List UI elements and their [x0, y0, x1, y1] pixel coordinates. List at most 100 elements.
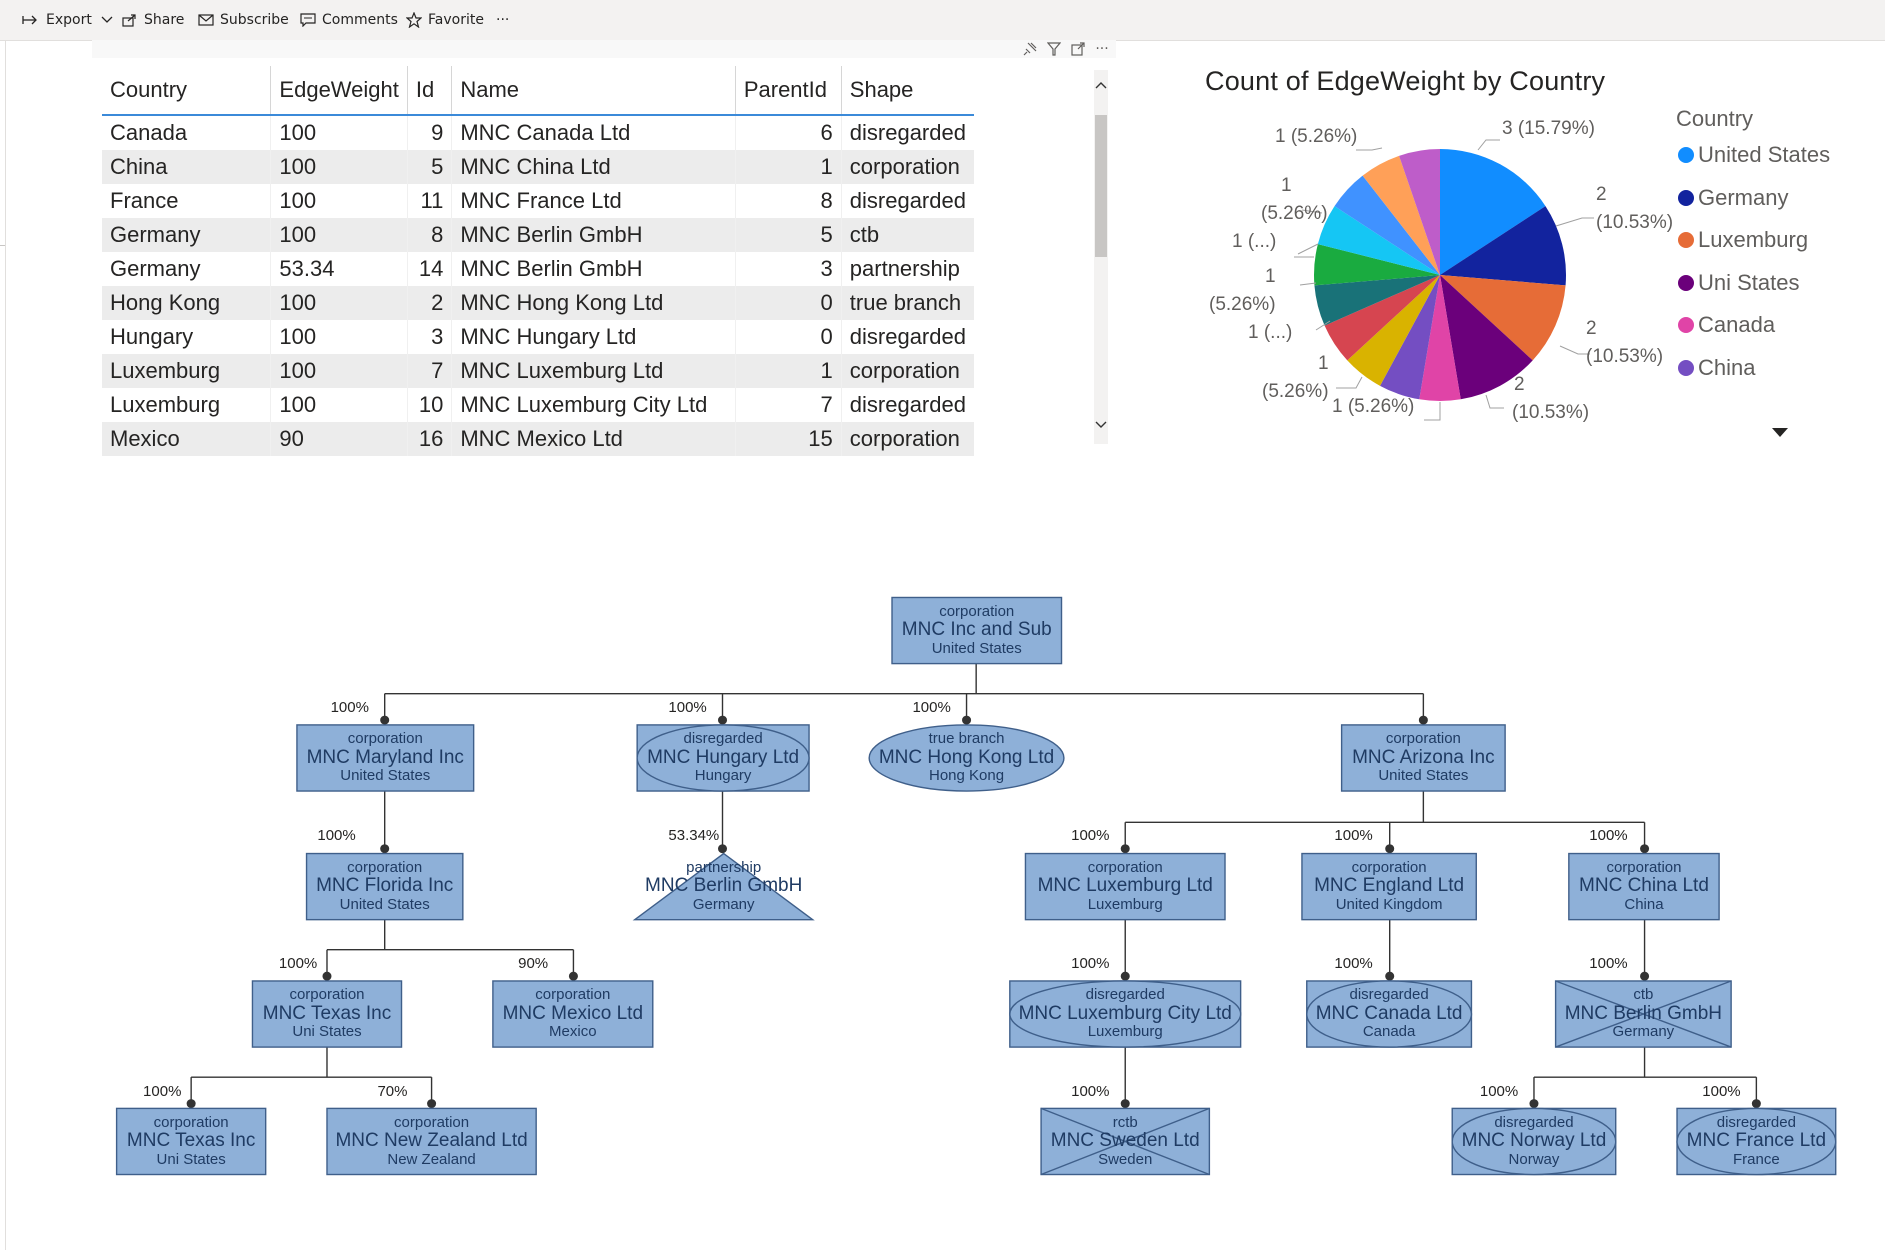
org-node-box[interactable] — [1340, 724, 1506, 792]
col-header-country[interactable]: Country — [102, 66, 272, 116]
org-node-country: Uni States — [292, 1023, 362, 1041]
table-cell-country: China — [102, 150, 272, 184]
org-node-name: MNC Inc and Sub — [901, 619, 1052, 641]
mail-icon — [198, 14, 214, 26]
org-node-ellipse[interactable] — [868, 724, 1065, 792]
org-node-ellipse[interactable] — [636, 724, 810, 792]
org-node-box[interactable] — [1301, 852, 1477, 921]
col-header-shape[interactable]: Shape — [841, 66, 974, 116]
col-header-parentid[interactable]: ParentId — [735, 66, 842, 116]
legend-item[interactable]: China — [1678, 353, 1755, 383]
legend-item[interactable]: Luxemburg — [1678, 225, 1808, 255]
scroll-down-icon[interactable] — [1094, 418, 1108, 432]
pin-icon[interactable] — [1021, 40, 1039, 58]
favorite-label: Favorite — [428, 12, 484, 28]
org-connector-dot — [1120, 971, 1130, 981]
legend-item[interactable]: Uni States — [1678, 268, 1800, 298]
org-node-name: MNC France Ltd — [1686, 1130, 1827, 1151]
org-node-box[interactable] — [115, 1107, 267, 1176]
org-node-country: Hungary — [694, 767, 752, 785]
org-node-cross-line — [1555, 980, 1732, 1048]
legend-item[interactable]: Germany — [1678, 183, 1788, 213]
org-node-box[interactable] — [492, 980, 654, 1048]
table-cell-shape: partnership — [849, 256, 960, 281]
export-icon — [22, 15, 37, 25]
legend-item[interactable]: United States — [1678, 140, 1830, 170]
visual-more-icon[interactable]: ··· — [1095, 41, 1109, 57]
org-node-ellipse[interactable] — [1009, 980, 1242, 1048]
org-node-ellipse[interactable] — [1306, 980, 1473, 1048]
col-header-edgeweight[interactable]: EdgeWeight — [270, 66, 408, 116]
org-node-box[interactable] — [1024, 852, 1226, 921]
org-node-box[interactable] — [251, 980, 403, 1048]
org-node-ellipse[interactable] — [1676, 1107, 1837, 1176]
org-node-box[interactable] — [891, 596, 1063, 665]
table-cell-parentid: 6 — [735, 115, 842, 150]
favorite-button[interactable]: Favorite — [406, 0, 484, 40]
table-scrollbar-thumb[interactable] — [1095, 115, 1107, 257]
org-node-box[interactable] — [305, 852, 464, 921]
org-node-country: United Kingdom — [1335, 896, 1443, 914]
table-cell-edgeweight: 100 — [270, 115, 408, 150]
col-header-name[interactable]: Name — [451, 66, 736, 116]
org-node-triangle[interactable] — [632, 852, 815, 921]
comments-button[interactable]: Comments — [300, 0, 398, 40]
table-cell-parentid: 5 — [735, 218, 842, 252]
org-node-ellipse[interactable] — [1451, 1107, 1617, 1176]
pie-data-label: 1 — [1265, 266, 1276, 287]
col-header-id[interactable]: Id — [407, 66, 453, 116]
org-node-country: Canada — [1362, 1023, 1416, 1041]
subscribe-button[interactable]: Subscribe — [198, 0, 289, 40]
more-options-button[interactable]: ··· — [496, 0, 509, 40]
table-cell-shape: disregarded — [849, 188, 966, 213]
legend-item[interactable]: Canada — [1678, 310, 1775, 340]
legend-more-arrow-icon[interactable] — [1772, 428, 1788, 437]
filter-icon[interactable] — [1045, 40, 1063, 58]
focus-mode-icon[interactable] — [1069, 40, 1087, 58]
table-cell-country: Germany — [102, 252, 272, 286]
scroll-up-icon[interactable] — [1094, 78, 1108, 92]
pie-data-label: 1 (5.26%) — [1332, 396, 1415, 417]
share-button[interactable]: Share — [122, 0, 184, 40]
org-node-type: corporation — [347, 858, 423, 876]
ownership-percent-label: 100% — [1479, 1082, 1519, 1100]
pie-data-label: 2 — [1586, 318, 1597, 339]
table-cell-name: MNC Hong Kong Ltd — [451, 286, 736, 320]
org-node-box[interactable] — [326, 1107, 537, 1176]
table-cell-parentid: 0 — [735, 320, 842, 354]
org-node-box[interactable] — [1568, 852, 1720, 921]
org-node-type: corporation — [394, 1113, 470, 1131]
org-node-box[interactable] — [296, 724, 475, 792]
export-button[interactable]: Export — [22, 0, 120, 40]
